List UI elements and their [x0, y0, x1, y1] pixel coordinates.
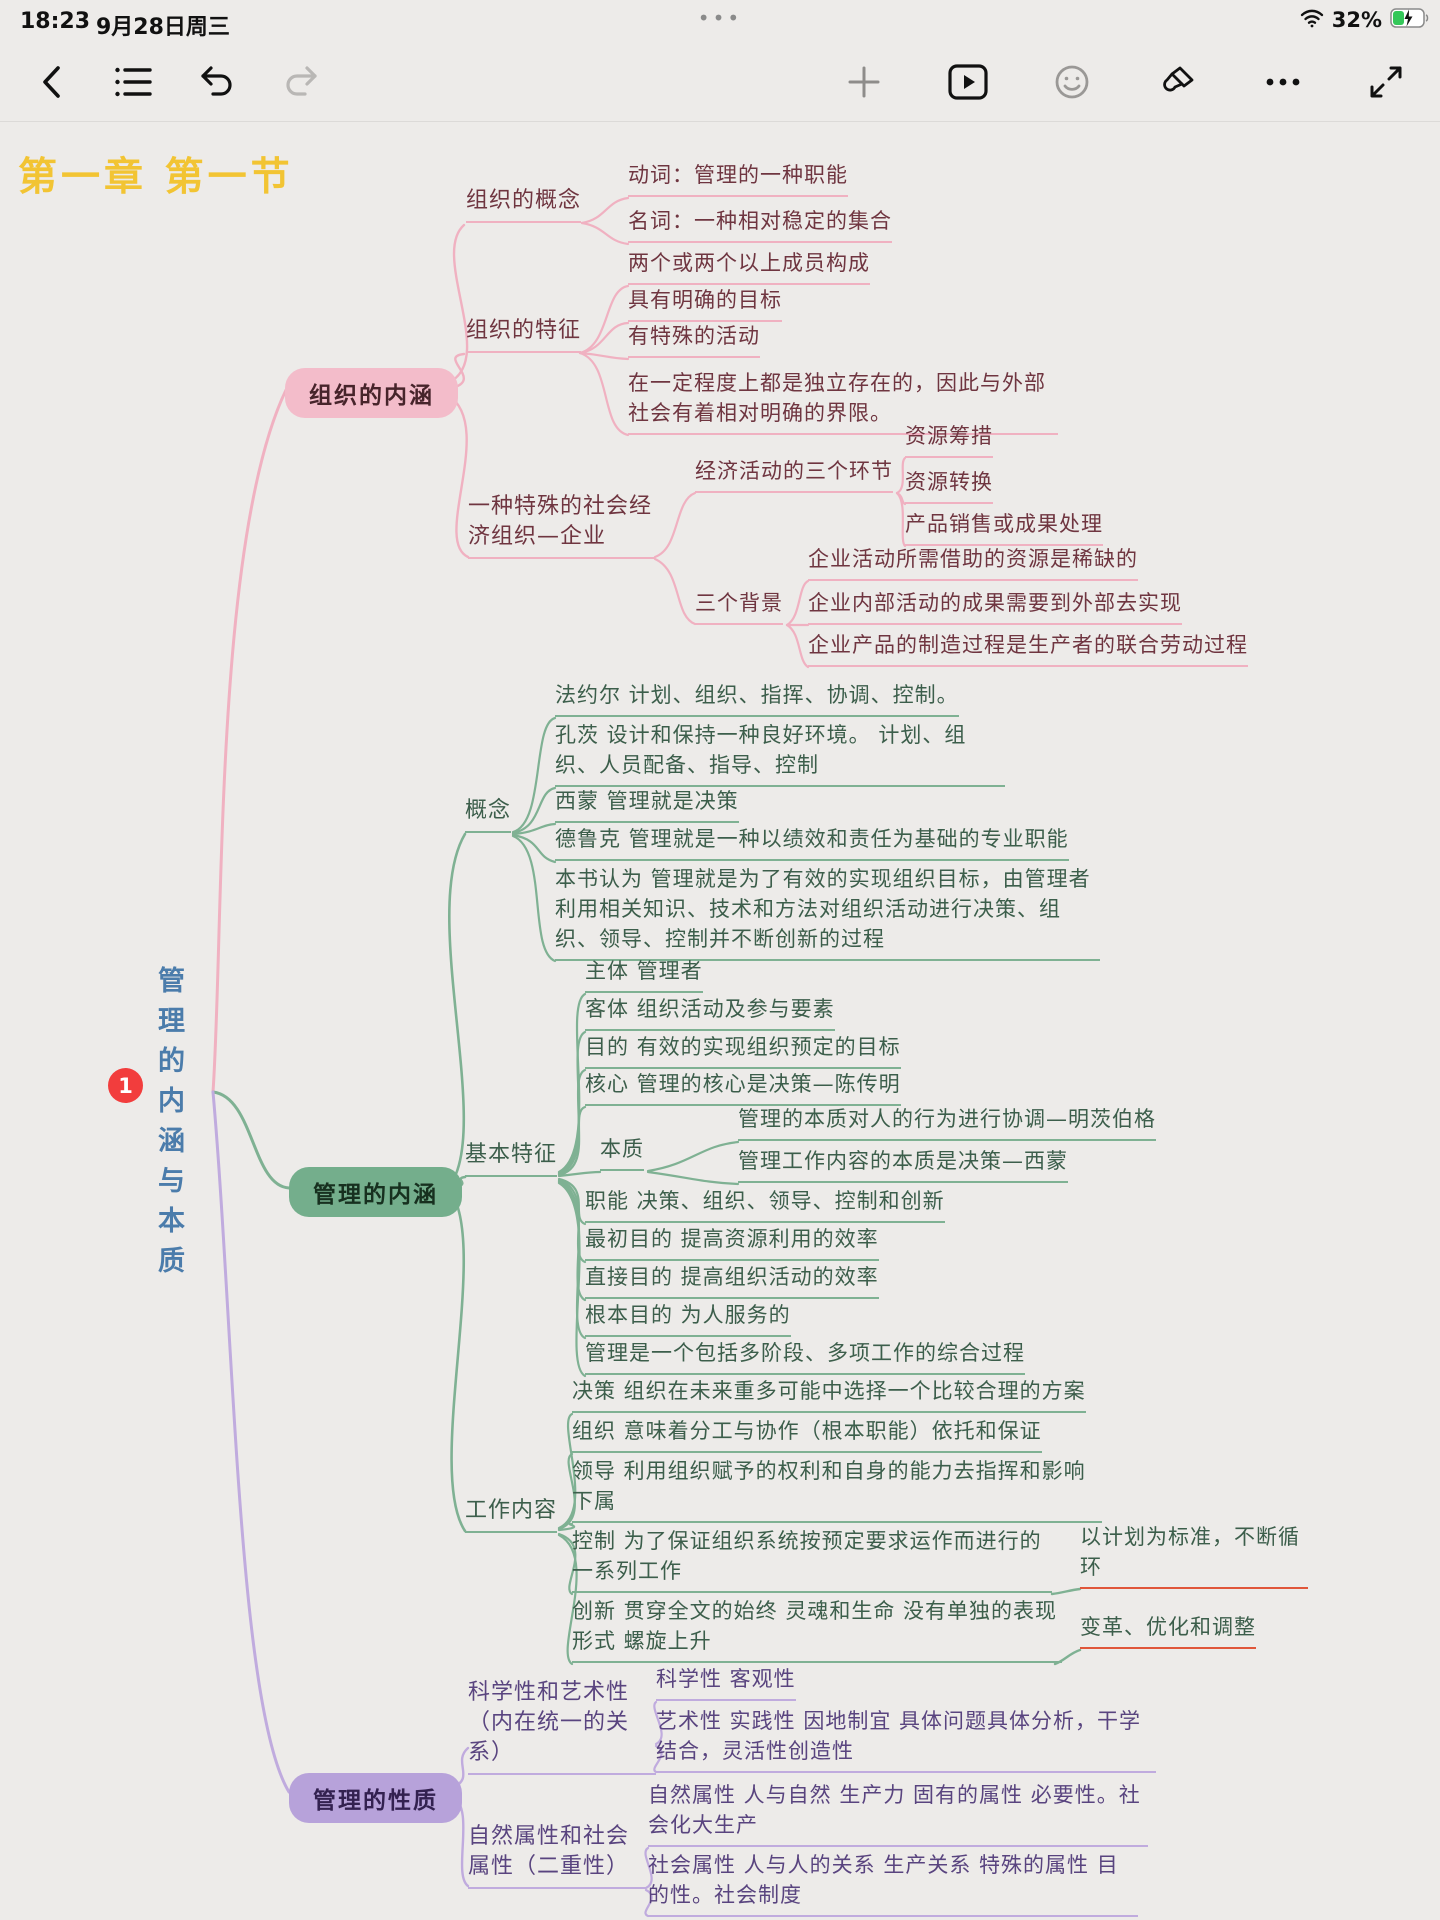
- mindmap-node[interactable]: 最初目的 提高资源利用的效率: [585, 1224, 879, 1261]
- mindmap-node[interactable]: 社会属性 人与人的关系 生产关系 特殊的属性 目的性。社会制度: [648, 1850, 1138, 1917]
- mindmap-node[interactable]: 法约尔 计划、组织、指挥、协调、控制。: [555, 680, 959, 717]
- style-brush-button[interactable]: [1150, 54, 1206, 110]
- mindmap-node[interactable]: 自然属性和社会属性（二重性）: [468, 1822, 646, 1889]
- mindmap-node[interactable]: 创新 贯穿全文的始终 灵魂和生命 没有单独的表现形式 螺旋上升: [572, 1596, 1062, 1663]
- mindmap-node[interactable]: 直接目的 提高组织活动的效率: [585, 1262, 879, 1299]
- more-button[interactable]: [1255, 54, 1311, 110]
- branch-node-management-nature[interactable]: 管理的性质: [289, 1773, 462, 1823]
- mindmap-node[interactable]: 德鲁克 管理就是一种以绩效和责任为基础的专业职能: [555, 824, 1069, 861]
- mindmap-node[interactable]: 核心 管理的核心是决策—陈传明: [585, 1069, 901, 1106]
- mindmap-node[interactable]: 本质: [600, 1134, 644, 1171]
- date-label: 9月28日周三: [96, 15, 230, 40]
- mindmap-node[interactable]: 职能 决策、组织、领导、控制和创新: [585, 1186, 945, 1223]
- mindmap-node[interactable]: 组织的特征: [466, 316, 582, 353]
- redo-button[interactable]: [273, 54, 329, 110]
- mindmap-node[interactable]: 科学性 客观性: [656, 1664, 796, 1701]
- wifi-icon: [1300, 9, 1324, 32]
- mindmap-node[interactable]: 名词：一种相对稳定的集合: [628, 206, 892, 243]
- mindmap-node[interactable]: 两个或两个以上成员构成: [628, 248, 870, 285]
- mindmap-node[interactable]: 领导 利用组织赋予的权利和自身的能力去指挥和影响下属: [572, 1456, 1102, 1523]
- branch-node-management-connotation[interactable]: 管理的内涵: [289, 1167, 462, 1217]
- mindmap-node[interactable]: 在一定程度上都是独立存在的，因此与外部社会有着相对明确的界限。: [628, 368, 1058, 435]
- mindmap-node[interactable]: 孔茨 设计和保持一种良好环境。 计划、组织、人员配备、指导、控制: [555, 720, 1005, 787]
- mindmap-node[interactable]: 组织 意味着分工与协作（根本职能）依托和保证: [572, 1416, 1042, 1453]
- fullscreen-button[interactable]: [1358, 54, 1414, 110]
- mindmap-node[interactable]: 企业内部活动的成果需要到外部去实现: [808, 588, 1182, 625]
- battery-icon: [1390, 8, 1430, 32]
- mindmap-node[interactable]: 经济活动的三个环节: [695, 456, 893, 493]
- mindmap-node[interactable]: 具有明确的目标: [628, 285, 782, 322]
- mindmap-node[interactable]: 概念: [465, 796, 512, 833]
- mindmap-node[interactable]: 科学性和艺术性（内在统一的关系）: [468, 1678, 656, 1775]
- mindmap-node[interactable]: 本书认为 管理就是为了有效的实现组织目标，由管理者利用相关知识、技术和方法对组织…: [555, 864, 1100, 961]
- page-title[interactable]: 第一章 第一节: [18, 155, 294, 200]
- mindmap-node[interactable]: 三个背景: [695, 588, 783, 625]
- toolbar-divider: [0, 121, 1440, 122]
- mindmap-node[interactable]: 动词：管理的一种职能: [628, 160, 848, 197]
- mindmap-node[interactable]: 工作内容: [465, 1496, 558, 1533]
- mindmap-node[interactable]: 根本目的 为人服务的: [585, 1300, 791, 1337]
- mindmap-node[interactable]: 西蒙 管理就是决策: [555, 786, 739, 823]
- mindmap-node[interactable]: 管理工作内容的本质是决策—西蒙: [738, 1146, 1068, 1183]
- mindmap-node[interactable]: 资源转换: [905, 467, 993, 504]
- mindmap-node[interactable]: 企业活动所需借助的资源是稀缺的: [808, 544, 1138, 581]
- outline-list-button[interactable]: [105, 54, 161, 110]
- mindmap-node[interactable]: 一种特殊的社会经济组织—企业: [468, 492, 655, 559]
- mindmap-node[interactable]: 资源筹措: [905, 421, 993, 458]
- mindmap-node[interactable]: 主体 管理者: [585, 956, 703, 993]
- branch-node-organization[interactable]: 组织的内涵: [285, 368, 458, 418]
- mindmap-node[interactable]: 企业产品的制造过程是生产者的联合劳动过程: [808, 630, 1248, 667]
- toolbar: [0, 44, 1440, 120]
- clock: 18:23: [20, 9, 91, 34]
- priority-badge[interactable]: 1: [108, 1068, 143, 1103]
- mindmap-node[interactable]: 以计划为标准，不断循环: [1080, 1522, 1308, 1589]
- mindmap-node[interactable]: 管理的本质对人的行为进行协调—明茨伯格: [738, 1104, 1156, 1141]
- mindmap-node[interactable]: 管理是一个包括多阶段、多项工作的综合过程: [585, 1338, 1025, 1375]
- back-button[interactable]: [24, 54, 80, 110]
- mindmap-node[interactable]: 自然属性 人与自然 生产力 固有的属性 必要性。社会化大生产: [648, 1780, 1148, 1847]
- mindmap-node[interactable]: 组织的概念: [466, 186, 582, 223]
- mindmap-node[interactable]: 变革、优化和调整: [1080, 1612, 1256, 1649]
- mindmap-node[interactable]: 艺术性 实践性 因地制宜 具体问题具体分析，干学结合，灵活性创造性: [656, 1706, 1156, 1773]
- battery-percent: 32%: [1331, 8, 1382, 32]
- status-bar: 18:23 9月28日周三 ••• 32%: [0, 0, 1440, 44]
- mindmap-node[interactable]: 控制 为了保证组织系统按预定要求运作而进行的一系列工作: [572, 1526, 1052, 1593]
- mindmap-node[interactable]: 基本特征: [465, 1140, 558, 1177]
- present-play-button[interactable]: [940, 54, 996, 110]
- mindmap-node[interactable]: 产品销售或成果处理: [905, 509, 1103, 546]
- mindmap-node[interactable]: 决策 组织在未来重多可能中选择一个比较合理的方案: [572, 1376, 1086, 1413]
- undo-button[interactable]: [189, 54, 245, 110]
- add-button[interactable]: [836, 54, 892, 110]
- mindmap-node[interactable]: 客体 组织活动及参与要素: [585, 994, 835, 1031]
- emoji-button[interactable]: [1044, 54, 1100, 110]
- mindmap-node[interactable]: 目的 有效的实现组织预定的目标: [585, 1032, 901, 1069]
- multitask-indicator: •••: [697, 6, 743, 30]
- root-node[interactable]: 管理的内涵与本质: [153, 966, 184, 1286]
- mindmap-node[interactable]: 有特殊的活动: [628, 321, 760, 358]
